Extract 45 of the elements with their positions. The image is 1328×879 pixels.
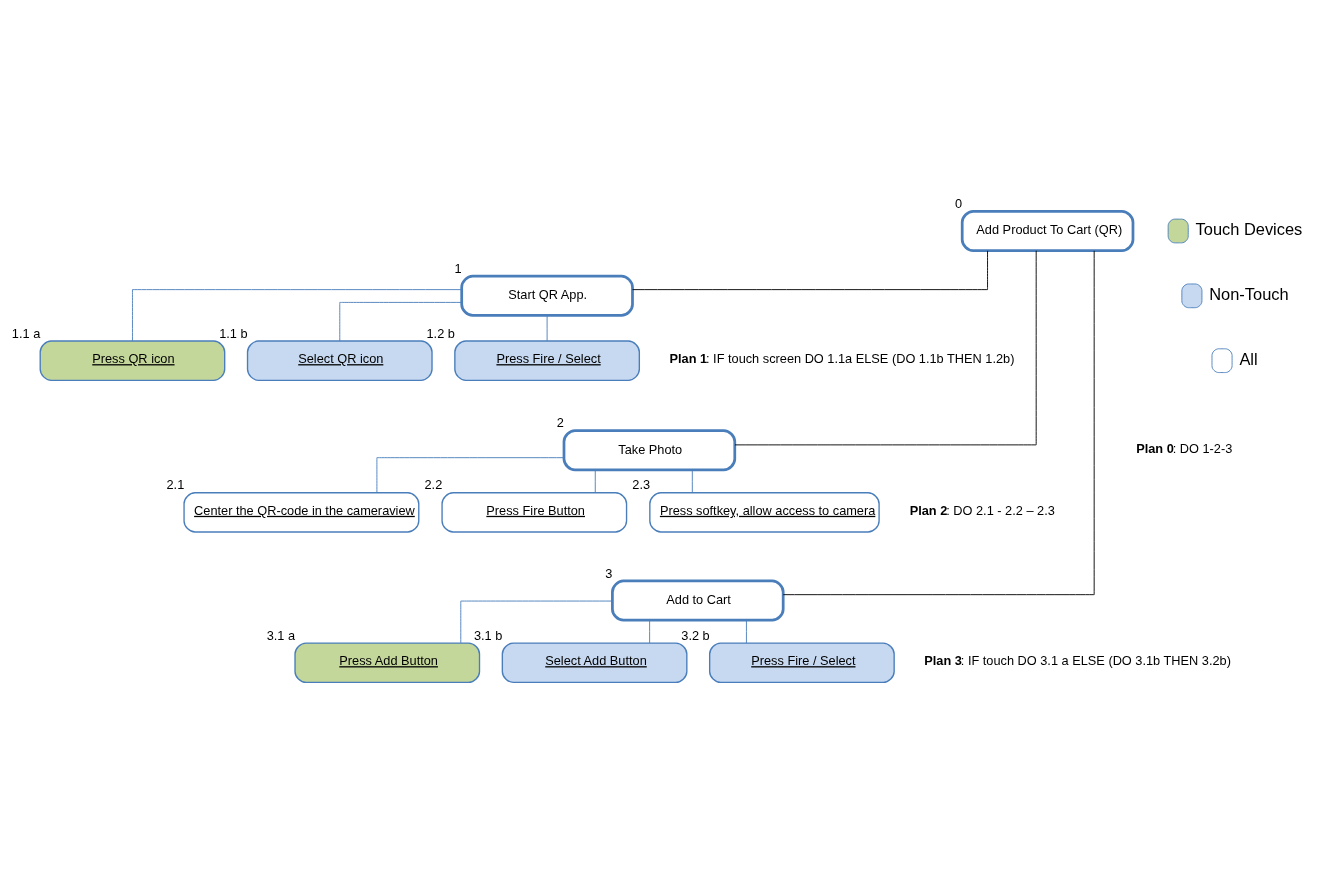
connector xyxy=(376,456,565,493)
legend-label: Non-Touch xyxy=(1209,284,1289,303)
node-box: Add to Cart xyxy=(611,579,785,622)
connector xyxy=(649,619,651,643)
connector xyxy=(734,249,1037,445)
node-label: 0 xyxy=(954,195,963,211)
node-label: 3.1 b xyxy=(473,627,503,643)
node-label: 1 xyxy=(454,260,462,276)
node-box: Press Fire / Select xyxy=(709,641,895,683)
node-label: 2 xyxy=(556,414,564,430)
connector xyxy=(594,468,596,493)
node-box: Start QR App. xyxy=(460,274,634,317)
node-label: 1.2 b xyxy=(426,325,455,341)
node-box: Press QR icon xyxy=(39,339,226,381)
connector xyxy=(745,619,747,643)
node-box: Center the QR-code in the cameraview xyxy=(183,491,420,533)
node-label: 1.1 b xyxy=(219,325,248,341)
label: Plan 0: DO 1-2-3 xyxy=(1136,440,1233,456)
connector xyxy=(632,249,988,290)
node-label: 2.1 xyxy=(166,476,185,492)
connector xyxy=(546,314,548,341)
node-label: 1.1 a xyxy=(11,325,41,341)
node-box: Press Fire / Select xyxy=(454,339,641,381)
node-box: Take Photo xyxy=(562,428,737,471)
node-label: 3.2 b xyxy=(681,627,710,643)
node-box: Press Add Button xyxy=(294,641,481,683)
node-label: 2.3 xyxy=(632,476,651,492)
connector xyxy=(691,468,693,493)
node-label: 2.2 xyxy=(424,476,443,492)
connector xyxy=(782,249,1095,595)
node-box: Select QR icon xyxy=(246,339,433,381)
legend-label: Touch Devices xyxy=(1195,219,1303,238)
connector xyxy=(339,301,463,341)
label: Plan 3: IF touch DO 3.1 a ELSE (DO 3.1b THEN 3.2b) xyxy=(924,652,1231,668)
legend-label: All xyxy=(1239,349,1258,368)
node-label: 3 xyxy=(605,565,613,580)
node-box: Press Fire Button xyxy=(441,491,628,533)
node-box: Press softkey, allow access to camera xyxy=(649,491,880,533)
node-box: Select Add Button xyxy=(501,641,688,683)
node-label: 3.1 a xyxy=(266,627,296,643)
node-box: Add Product To Cart (QR) xyxy=(960,209,1135,252)
connector xyxy=(132,288,463,341)
label: Plan 1: IF touch screen DO 1.1a ELSE (DO 1.1b THEN 1.2b) xyxy=(669,350,1015,366)
connector xyxy=(460,600,613,643)
label: Plan 2: DO 2.1 - 2.2 – 2.3 xyxy=(909,502,1055,518)
